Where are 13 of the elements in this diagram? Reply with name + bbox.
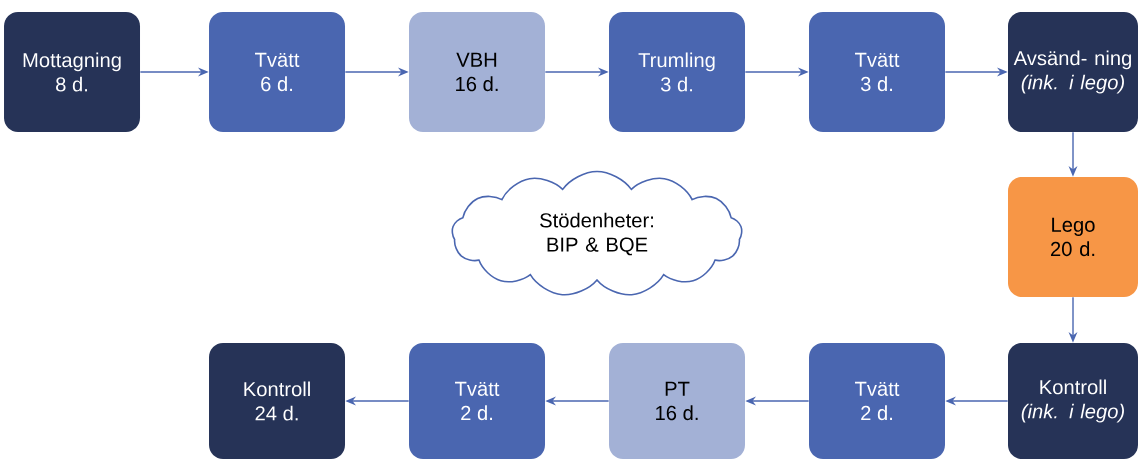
process-box: VBH 16 d. bbox=[409, 12, 545, 132]
process-box: PT 16 d. bbox=[609, 343, 745, 459]
process-box: Lego 20 d. bbox=[1008, 177, 1138, 297]
process-box: Trumling 3 d. bbox=[609, 12, 745, 132]
process-box: Kontroll 24 d. bbox=[209, 343, 345, 459]
process-box: Avsänd- ning (ink. i lego) bbox=[1008, 12, 1138, 132]
process-box: Tvätt 3 d. bbox=[809, 12, 945, 132]
process-box: Mottagning 8 d. bbox=[4, 12, 140, 132]
cloud-note: Stödenheter: BIP & BQE bbox=[451, 170, 743, 296]
process-box: Tvätt 2 d. bbox=[409, 343, 545, 459]
process-box: Kontroll (ink. i lego) bbox=[1008, 343, 1138, 459]
process-box: Tvätt 2 d. bbox=[809, 343, 945, 459]
process-box: Tvätt 6 d. bbox=[209, 12, 345, 132]
